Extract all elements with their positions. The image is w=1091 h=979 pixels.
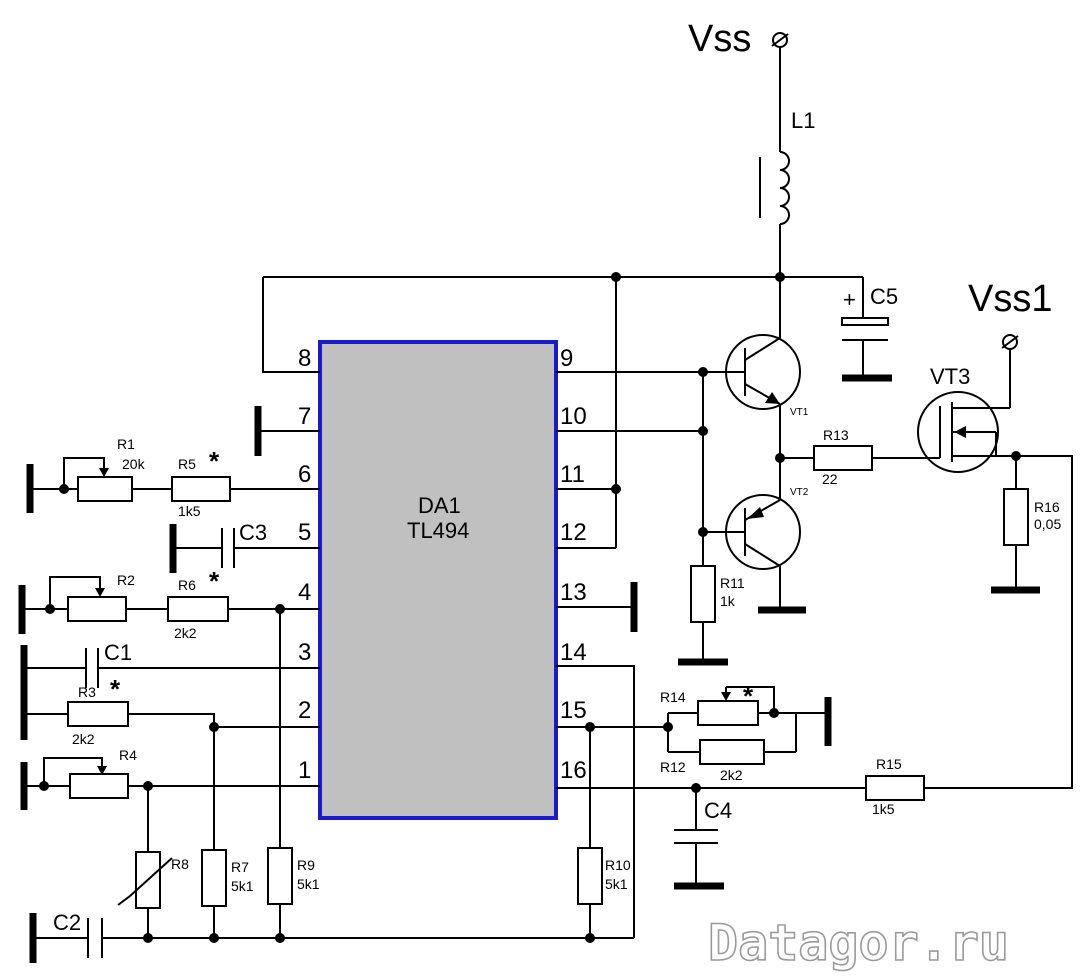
pin-2-label: 2	[298, 697, 311, 724]
capacitor-c4-label: C4	[704, 798, 732, 823]
pin-9-label: 9	[560, 345, 573, 372]
resistor-r9-ref: R9	[297, 857, 315, 873]
resistor-r3-value: 2k2	[72, 731, 95, 747]
pin-15-label: 15	[560, 697, 587, 724]
thermistor-r8-ref: R8	[171, 856, 189, 872]
resistor-r6-star: *	[209, 566, 220, 596]
pin-7-label: 7	[298, 403, 311, 430]
pin-3-label: 3	[298, 639, 311, 666]
resistor-r12-value: 2k2	[720, 767, 743, 783]
resistor-r3-ref: R3	[78, 684, 96, 700]
capacitor-c2-label: C2	[53, 910, 81, 935]
resistor-r12-ref: R12	[660, 759, 686, 775]
resistor-r6-ref: R6	[178, 577, 196, 593]
pin-10-label: 10	[560, 403, 587, 430]
vss-terminal	[771, 32, 789, 48]
c5-polarity: +	[843, 287, 856, 312]
resistor-r1-ref: R1	[117, 436, 135, 452]
pin-1-label: 1	[298, 757, 311, 784]
resistor-r15	[865, 775, 925, 801]
pin-4-label: 4	[298, 579, 311, 606]
resistor-r5	[171, 476, 231, 502]
resistor-r3	[67, 701, 129, 727]
pin-12-label: 12	[560, 519, 587, 546]
inductor-l1-label: L1	[791, 108, 815, 133]
transistor-vt1-label: VT1	[790, 407, 809, 418]
resistor-r7-value: 5k1	[231, 878, 254, 894]
resistor-r10-ref: R10	[605, 857, 631, 873]
resistor-r14	[697, 700, 759, 726]
capacitor-c1-label: C1	[104, 640, 132, 665]
resistor-r2-ref: R2	[117, 572, 135, 588]
pin-11-label: 11	[560, 461, 585, 488]
ic-ref: DA1	[418, 493, 461, 518]
resistor-r13	[813, 445, 873, 471]
resistor-r16	[1003, 488, 1029, 546]
capacitor-c5-plate	[841, 317, 889, 326]
resistor-r10-value: 5k1	[605, 876, 628, 892]
resistor-r10	[577, 847, 603, 905]
resistor-r1	[77, 476, 133, 502]
resistor-r2	[67, 596, 127, 622]
resistor-r4	[69, 773, 129, 799]
transistor-vt2-label: VT2	[790, 487, 809, 498]
inductor-l1	[759, 151, 790, 225]
resistor-r11	[690, 565, 716, 623]
resistor-r14-ref: R14	[660, 689, 686, 705]
resistor-r11-value: 1k	[720, 593, 736, 609]
resistor-r11-ref: R11	[720, 575, 745, 591]
resistor-r5-ref: R5	[178, 456, 196, 472]
pin-6-label: 6	[298, 461, 311, 488]
resistor-r13-ref: R13	[823, 427, 849, 443]
pin-13-label: 13	[560, 579, 587, 606]
resistor-r6	[167, 596, 229, 622]
resistor-r15-value: 1k5	[872, 801, 895, 817]
resistor-r12	[699, 739, 765, 765]
resistor-r7-ref: R7	[231, 859, 249, 875]
resistor-r5-star: *	[209, 446, 220, 476]
ic-da1-body	[318, 340, 558, 820]
resistor-r15-ref: R15	[876, 756, 902, 772]
resistor-r4-ref: R4	[119, 747, 137, 763]
ic-part: TL494	[407, 518, 469, 543]
pin-14-label: 14	[560, 639, 587, 666]
resistor-r6-value: 2k2	[174, 625, 197, 641]
resistor-r16-value: 0,05	[1034, 516, 1061, 532]
transistor-vt3	[917, 391, 1016, 473]
pin-5-label: 5	[298, 519, 311, 546]
resistor-r7	[201, 849, 227, 907]
watermark: Datagor.ru	[708, 914, 1009, 972]
resistor-r14-star: *	[743, 681, 754, 711]
vss-label: Vss	[688, 18, 751, 60]
resistor-r3-star: *	[110, 674, 121, 704]
capacitor-c3-label: C3	[239, 520, 267, 545]
transistor-vt3-label: VT3	[930, 364, 970, 389]
transistor-vt1	[725, 334, 801, 410]
vss1-label: Vss1	[968, 278, 1052, 320]
resistor-r9-value: 5k1	[297, 876, 320, 892]
resistor-r16-ref: R16	[1034, 499, 1060, 515]
resistor-r5-value: 1k5	[178, 503, 201, 519]
capacitor-c5-label: C5	[870, 284, 898, 309]
pin-8-label: 8	[298, 345, 311, 372]
resistor-r9	[267, 847, 293, 905]
resistor-r1-value: 20k	[122, 456, 146, 472]
vss1-terminal	[1001, 334, 1019, 350]
pin-16-label: 16	[560, 757, 587, 784]
resistor-r13-value: 22	[822, 471, 838, 487]
transistor-vt2	[725, 494, 801, 570]
